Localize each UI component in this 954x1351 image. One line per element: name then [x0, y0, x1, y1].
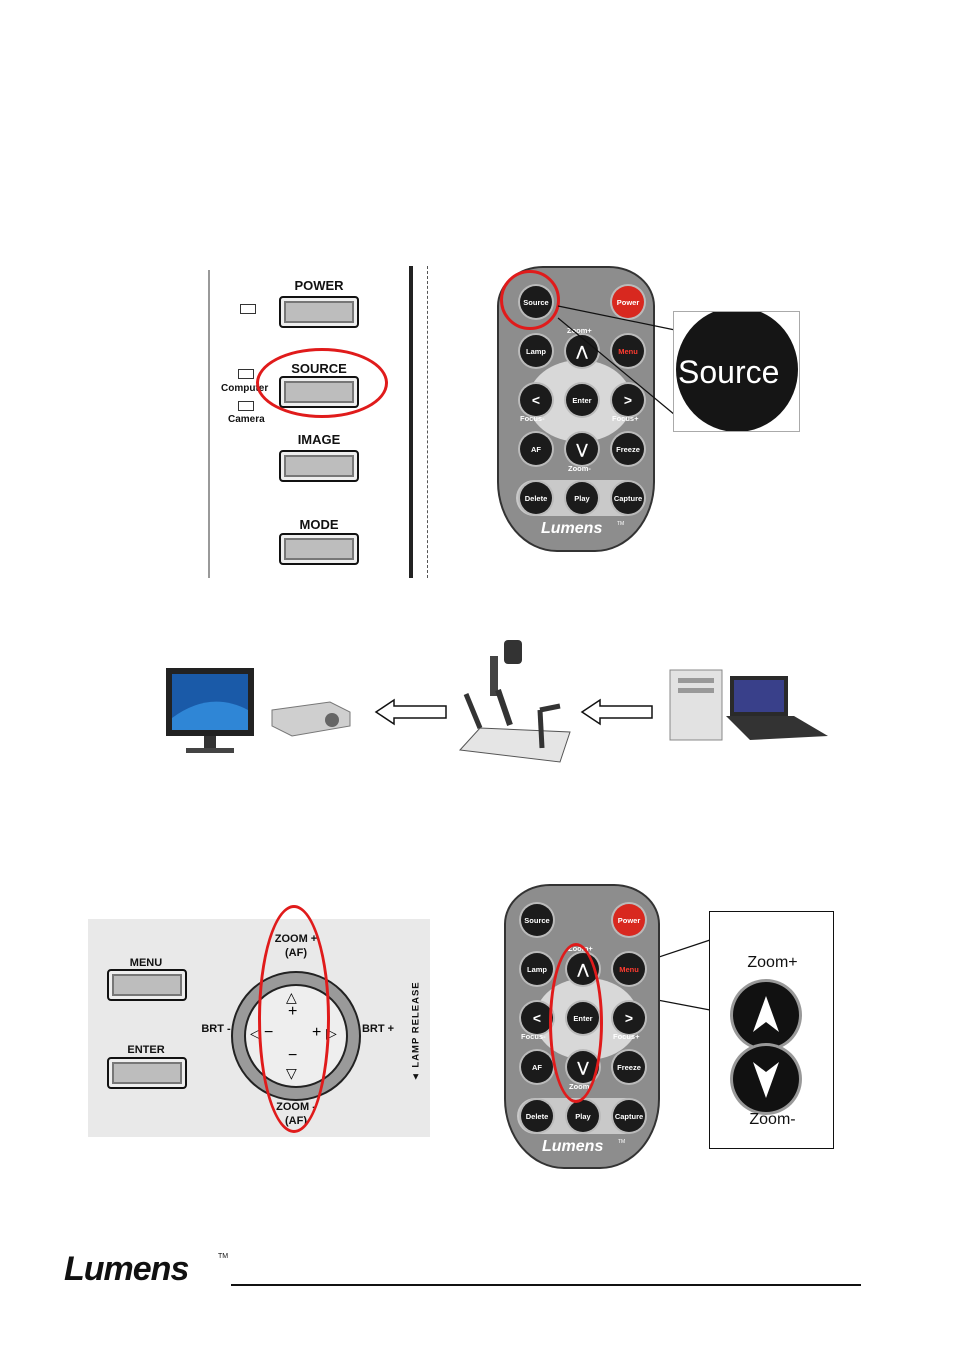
remote-brand-tm: TM — [617, 521, 625, 527]
projector-icon — [271, 701, 351, 737]
remote-af-button[interactable]: AF — [521, 1051, 553, 1083]
remote-capture-button[interactable]: Capture — [612, 482, 644, 514]
panel-edge-left — [208, 270, 210, 578]
arrow-left-icon — [374, 698, 447, 726]
chevron-right-icon: > — [623, 392, 633, 408]
footer-brand-tm: TM — [218, 1253, 229, 1260]
pc-tower-icon — [669, 669, 723, 741]
power-button[interactable] — [279, 296, 359, 328]
computer-led — [238, 369, 254, 379]
source-zoom-circle — [676, 312, 798, 431]
remote-source-button[interactable]: Source — [521, 904, 553, 936]
remote-delete-button[interactable]: Delete — [520, 482, 552, 514]
computer-label: Computer — [221, 383, 269, 394]
footer-rule — [231, 1284, 861, 1286]
menu-label: MENU — [129, 957, 163, 969]
remote-play-button[interactable]: Play — [567, 1100, 599, 1132]
remote-focus-minus-label: Focus- — [521, 1032, 546, 1041]
remote-control-bottom: Source Power Zoom+ Lamp ⋀ Menu < Enter >… — [504, 884, 660, 1169]
monitor-icon — [166, 668, 254, 753]
remote-zoom-down-button[interactable]: ⋁ — [566, 433, 598, 465]
remote-focus-minus-button[interactable]: < — [520, 384, 552, 416]
chevron-left-icon: < — [531, 392, 541, 408]
remote-focus-plus-button[interactable]: > — [612, 384, 644, 416]
remote-source-highlight — [500, 270, 560, 330]
zoom-highlight-ellipse-panel — [258, 905, 330, 1133]
remote-menu-button[interactable]: Menu — [612, 335, 644, 367]
remote-power-button[interactable]: Power — [612, 286, 644, 318]
projector-menu-button[interactable] — [107, 969, 187, 1001]
chevron-up-icon: ⋀ — [576, 342, 588, 359]
remote-zoom-plus-label: Zoom+ — [567, 326, 592, 335]
remote-zoom-minus-label: Zoom- — [568, 464, 591, 473]
projector-enter-button[interactable] — [107, 1057, 187, 1089]
power-led — [240, 304, 256, 314]
zoom-plus-callout-label: Zoom+ — [747, 954, 798, 971]
remote-zoom-up-button[interactable]: ⋀ — [566, 335, 598, 367]
remote-focus-plus-button[interactable]: > — [613, 1002, 645, 1034]
enter-label: ENTER — [127, 1044, 165, 1056]
zoom-callout-box: Zoom+ Zoom- — [709, 911, 834, 1149]
triangle-right-icon[interactable]: ▷ — [326, 1025, 337, 1041]
remote-af-button[interactable]: AF — [520, 433, 552, 465]
remote-brand-logo: Lumens — [541, 520, 603, 537]
footer-brand-logo: Lumens — [64, 1250, 189, 1288]
chevron-up-icon — [753, 996, 779, 1032]
remote-play-button[interactable]: Play — [566, 482, 598, 514]
mode-button[interactable] — [279, 533, 359, 565]
mode-label: MODE — [299, 517, 339, 532]
remote-focus-plus-label: Focus+ — [612, 414, 639, 423]
remote-delete-button[interactable]: Delete — [521, 1100, 553, 1132]
remote-menu-button[interactable]: Menu — [613, 953, 645, 985]
remote-focus-minus-button[interactable]: < — [521, 1002, 553, 1034]
triangle-left-icon[interactable]: ◁ — [250, 1025, 261, 1041]
remote-brand-logo: Lumens — [542, 1138, 604, 1155]
chevron-down-icon — [753, 1062, 779, 1098]
arrow-left-icon — [580, 698, 653, 726]
camera-label: Camera — [228, 414, 265, 425]
remote-freeze-button[interactable]: Freeze — [613, 1051, 645, 1083]
zoom-up-callout-button — [733, 982, 799, 1048]
source-highlight-ellipse — [256, 348, 388, 418]
panel-dashed-line — [427, 266, 428, 578]
remote-enter-button[interactable]: Enter — [566, 384, 598, 416]
remote-freeze-button[interactable]: Freeze — [612, 433, 644, 465]
power-label: POWER — [294, 278, 344, 293]
remote-focus-plus-label: Focus+ — [613, 1032, 640, 1041]
chevron-down-icon: ⋁ — [576, 440, 588, 457]
image-button[interactable] — [279, 450, 359, 482]
brt-plus-label: BRT + — [361, 1023, 395, 1035]
zoom-down-callout-button — [733, 1046, 799, 1112]
laptop-icon — [726, 676, 828, 740]
chevron-left-icon: < — [532, 1010, 542, 1026]
source-zoom-label: Source — [678, 354, 780, 390]
remote-power-button[interactable]: Power — [613, 904, 645, 936]
image-label: IMAGE — [297, 432, 341, 447]
remote-lamp-button[interactable]: Lamp — [520, 335, 552, 367]
source-zoom-box: Source — [673, 311, 800, 432]
lamp-release-label: ◄ LAMP RELEASE — [410, 981, 422, 1082]
zoom-minus-callout-label: Zoom- — [749, 1111, 796, 1128]
remote-capture-button[interactable]: Capture — [613, 1100, 645, 1132]
connection-diagram — [166, 640, 828, 763]
remote-lamp-button[interactable]: Lamp — [521, 953, 553, 985]
remote-focus-minus-label: Focus- — [520, 414, 545, 423]
document-camera-icon — [458, 640, 571, 763]
camera-led — [238, 401, 254, 411]
remote-brand-tm: TM — [618, 1139, 626, 1145]
brt-minus-label: BRT - — [201, 1023, 231, 1035]
panel-edge-right — [409, 266, 413, 578]
zoom-highlight-ellipse-remote — [549, 943, 603, 1103]
chevron-right-icon: > — [624, 1010, 634, 1026]
